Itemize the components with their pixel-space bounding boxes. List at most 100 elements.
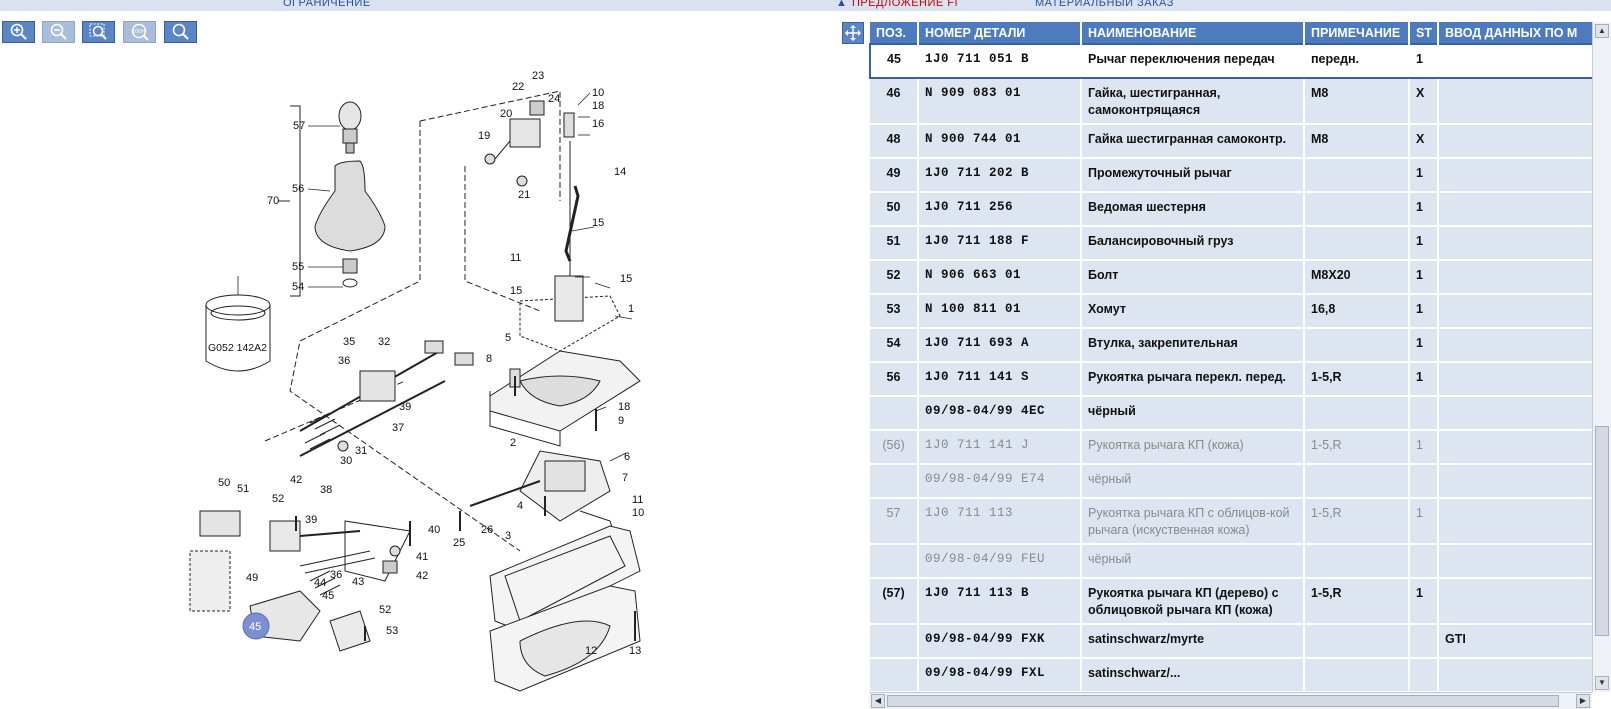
scroll-down-icon[interactable]: ▼: [1595, 676, 1609, 690]
horizontal-scrollbar[interactable]: ◀ ▶: [869, 692, 1592, 709]
callout-20[interactable]: 25: [453, 537, 465, 549]
splitter-toggle-button[interactable]: [842, 22, 864, 44]
callout-7[interactable]: 7: [622, 472, 628, 484]
callout-16-lower[interactable]: 18: [618, 401, 630, 413]
callout-25[interactable]: 22: [512, 81, 524, 93]
callout-35[interactable]: 37: [392, 422, 404, 434]
callout-10-lower[interactable]: 10: [632, 507, 644, 519]
callout-40[interactable]: 42: [416, 570, 428, 582]
scroll-up-icon[interactable]: ▲: [1595, 24, 1609, 38]
highlight-circle-45[interactable]: [242, 612, 270, 640]
callout-34-lower[interactable]: 36: [330, 569, 342, 581]
callout-4[interactable]: 4: [517, 500, 523, 512]
callout-36-upper[interactable]: 39: [399, 401, 411, 413]
callout-16-upper[interactable]: 15: [620, 273, 632, 285]
scroll-left-icon[interactable]: ◀: [871, 694, 885, 708]
horizontal-scroll-thumb[interactable]: [887, 695, 1559, 707]
callout-11-lower[interactable]: 11: [632, 494, 643, 506]
callout-13[interactable]: 13: [629, 645, 641, 657]
callout-48[interactable]: 50: [218, 477, 230, 489]
exploded-parts-diagram[interactable]: 57 56 70 55 54 23 22 24 20 19 21 10 18 1…: [0, 51, 862, 709]
col-header-note[interactable]: ПРИМЕЧАНИЕ: [1304, 22, 1410, 44]
callout-22[interactable]: 19: [478, 130, 490, 142]
zoom-in-button[interactable]: [2, 21, 35, 43]
callout-10[interactable]: 10: [592, 87, 604, 99]
callout-51[interactable]: 52: [379, 604, 391, 616]
callout-2[interactable]: 2: [510, 437, 516, 449]
col-header-pos[interactable]: ПОЗ.: [870, 22, 919, 44]
callout-41[interactable]: 43: [352, 576, 364, 588]
col-header-st[interactable]: ST: [1409, 22, 1439, 44]
callout-34-upper[interactable]: 36: [338, 355, 350, 367]
callout-49[interactable]: 51: [237, 483, 249, 495]
callout-15-upper[interactable]: 15: [592, 217, 604, 229]
callout-54[interactable]: 55: [292, 261, 304, 273]
callout-57[interactable]: 70: [267, 195, 279, 207]
link-offer[interactable]: ПРЕДЛОЖЕНИЕ FI: [852, 0, 959, 9]
callout-14[interactable]: 14: [614, 166, 626, 178]
callout-3[interactable]: 3: [505, 530, 511, 542]
callout-46[interactable]: 49: [246, 572, 258, 584]
callout-15-lower[interactable]: 15: [510, 285, 522, 297]
callout-53[interactable]: 54: [292, 281, 304, 293]
callout-44[interactable]: 45: [322, 590, 334, 602]
callout-42[interactable]: 42: [290, 474, 302, 486]
zoom-area-button[interactable]: [82, 21, 115, 43]
col-header-part-number[interactable]: НОМЕР ДЕТАЛИ: [918, 22, 1082, 44]
scroll-right-icon[interactable]: ▶: [1576, 694, 1590, 708]
callout-38[interactable]: 40: [428, 524, 440, 536]
callout-21[interactable]: 26: [481, 524, 493, 536]
callout-18[interactable]: 16: [592, 118, 604, 130]
callout-33[interactable]: 35: [343, 336, 355, 348]
callout-11-upper[interactable]: 11: [510, 252, 521, 264]
callout-24[interactable]: 21: [518, 189, 530, 201]
callout-50[interactable]: 52: [272, 493, 284, 505]
callout-27[interactable]: 24: [548, 93, 560, 105]
callout-37[interactable]: 38: [320, 484, 332, 496]
vertical-scrollbar[interactable]: ▲ ▼: [1592, 22, 1611, 692]
callout-31[interactable]: 31: [355, 445, 367, 457]
callout-1[interactable]: 1: [628, 303, 634, 315]
callout-8[interactable]: 8: [486, 353, 492, 365]
callout-32[interactable]: 30: [340, 455, 352, 467]
callout-23[interactable]: 20: [500, 108, 512, 120]
callout-36-lower[interactable]: 39: [305, 514, 317, 526]
callout-43[interactable]: 44: [314, 577, 326, 589]
callout-5[interactable]: 5: [505, 332, 511, 344]
callout-52[interactable]: 53: [386, 625, 398, 637]
magnifier-button[interactable]: [164, 21, 197, 43]
callout-55[interactable]: 56: [292, 183, 304, 195]
callout-30[interactable]: 32: [378, 336, 390, 348]
vertical-scroll-thumb[interactable]: [1595, 426, 1609, 636]
callout-12[interactable]: 12: [585, 645, 597, 657]
callout-6[interactable]: 6: [624, 451, 630, 463]
col-header-data-entry[interactable]: ВВОД ДАННЫХ ПО М: [1438, 22, 1594, 44]
zoom-100-button[interactable]: 100%: [123, 21, 156, 43]
col-header-name[interactable]: НАИМЕНОВАНИЕ: [1081, 22, 1305, 44]
callout-39[interactable]: 41: [416, 551, 428, 563]
callout-26[interactable]: 23: [532, 70, 544, 82]
zoom-out-button[interactable]: [42, 21, 75, 43]
callout-19[interactable]: 18: [592, 100, 604, 112]
callout-56[interactable]: 57: [293, 120, 305, 132]
link-restriction[interactable]: ОГРАНИЧЕНИЕ: [283, 0, 371, 9]
callout-9[interactable]: 9: [618, 415, 624, 427]
callout-45[interactable]: 45: [249, 621, 261, 633]
